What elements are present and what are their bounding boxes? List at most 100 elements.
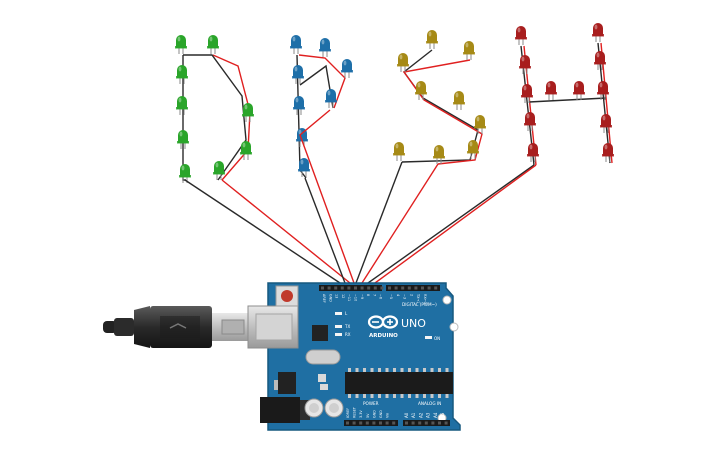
digital-pin-label: AREF: [322, 294, 326, 303]
main-wiring: [184, 109, 537, 284]
power-jack: [260, 397, 300, 423]
letter-d-leds: [175, 35, 254, 183]
wire: [528, 97, 607, 103]
usb-icon: [169, 323, 187, 329]
on-led: [425, 336, 432, 339]
led[interactable]: [474, 115, 486, 134]
power-label: POWER: [363, 401, 379, 406]
tx-label: TX: [344, 324, 350, 329]
led[interactable]: [594, 51, 606, 70]
brand-label: ARDUINO: [369, 333, 398, 339]
digital-pin-label: 4: [396, 294, 400, 296]
led[interactable]: [415, 81, 427, 100]
analog-pin-label: A3: [426, 412, 431, 418]
led[interactable]: [573, 81, 585, 100]
led[interactable]: [397, 53, 409, 72]
wire: [401, 49, 479, 163]
led[interactable]: [290, 35, 302, 54]
digital-label: DIGITAL (PWM~): [402, 302, 437, 307]
usb-cable[interactable]: [103, 306, 248, 348]
power-pin-label: GND: [379, 410, 383, 418]
led[interactable]: [453, 91, 465, 110]
wire: [304, 177, 346, 284]
letter-h-leds: [515, 23, 614, 162]
led[interactable]: [433, 145, 445, 164]
header-digital-left: [319, 285, 382, 291]
led[interactable]: [597, 81, 609, 100]
rx-label: RX: [345, 332, 351, 337]
led[interactable]: [426, 30, 438, 49]
analog-pin-label: A0: [404, 412, 409, 418]
power-pin-label: GND: [372, 410, 376, 418]
arduino-logo-icon: [367, 315, 399, 329]
digital-pin-label: ~3: [403, 294, 407, 299]
led[interactable]: [519, 55, 531, 74]
power-pin-label: 3.3V: [359, 410, 363, 418]
led[interactable]: [242, 103, 254, 122]
digital-pin-label: ~11: [347, 294, 351, 301]
l-led: [335, 312, 342, 315]
power-pin-label: 5V: [366, 413, 370, 418]
chip-small: [312, 325, 328, 341]
led[interactable]: [179, 164, 191, 183]
header-power: [344, 420, 398, 426]
led[interactable]: [293, 96, 305, 115]
led[interactable]: [319, 38, 331, 57]
digital-pin-label: ~10: [354, 294, 358, 301]
led[interactable]: [292, 65, 304, 84]
digital-pin-label: ~6: [379, 294, 383, 299]
led[interactable]: [602, 143, 614, 162]
led[interactable]: [175, 35, 187, 54]
led[interactable]: [467, 140, 479, 159]
wire: [367, 164, 535, 284]
letter-s-leds: [393, 30, 486, 164]
led[interactable]: [515, 26, 527, 45]
led[interactable]: [527, 143, 539, 162]
digital-pin-label: ~9: [360, 294, 364, 299]
digital-pin-label: GND: [328, 294, 332, 302]
led[interactable]: [524, 112, 536, 131]
digital-pin-label: TX→1: [416, 293, 420, 303]
led[interactable]: [298, 158, 310, 177]
led[interactable]: [545, 81, 557, 100]
l-label: L: [345, 311, 348, 316]
led[interactable]: [207, 35, 219, 54]
model-label: UNO: [401, 317, 426, 330]
led[interactable]: [176, 65, 188, 84]
led[interactable]: [463, 41, 475, 60]
led[interactable]: [521, 84, 533, 103]
led[interactable]: [176, 96, 188, 115]
led[interactable]: [325, 89, 337, 108]
wire: [299, 109, 355, 284]
led[interactable]: [177, 130, 189, 149]
digital-pin-label: 2: [409, 294, 413, 296]
led[interactable]: [213, 161, 225, 180]
reset-button-cap[interactable]: [281, 290, 293, 302]
crystal: [305, 349, 341, 365]
led[interactable]: [393, 142, 405, 161]
wire: [402, 59, 483, 165]
power-pin-label: RESET: [353, 406, 357, 418]
led[interactable]: [600, 114, 612, 133]
analog-pin-label: A1: [411, 412, 416, 418]
led[interactable]: [341, 59, 353, 78]
digital-pin-label: ~5: [389, 294, 393, 299]
led[interactable]: [240, 141, 252, 160]
led-array: [175, 23, 614, 183]
led[interactable]: [296, 128, 308, 147]
header-holes: [321, 286, 448, 425]
led[interactable]: [592, 23, 604, 42]
voltage-regulator: [278, 372, 296, 394]
wire: [374, 164, 537, 284]
analog-label: ANALOG IN: [418, 401, 441, 406]
atmega-chip: [345, 372, 453, 394]
analog-pin-label: A2: [418, 412, 423, 418]
digital-pin-label: 12: [341, 294, 345, 298]
wire: [361, 163, 439, 284]
chip-pins: [348, 368, 449, 398]
digital-pin-label: 13: [335, 294, 339, 298]
